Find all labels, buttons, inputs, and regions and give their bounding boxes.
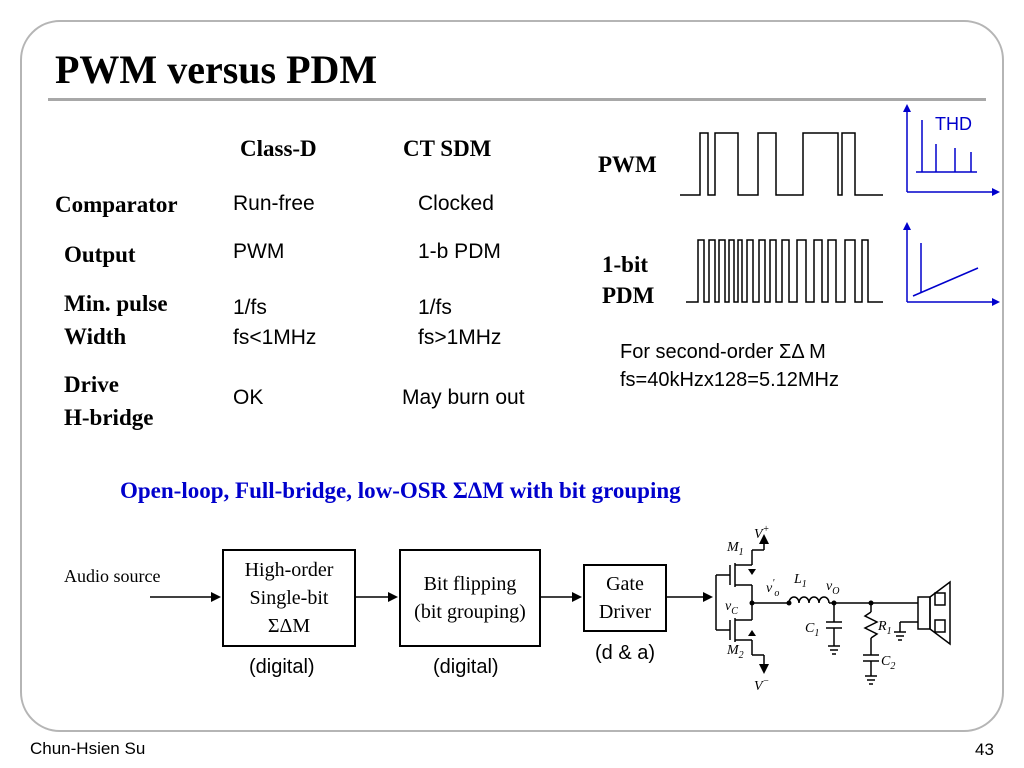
v-minus-label: V−: [754, 676, 769, 694]
c2-label: C2: [881, 654, 895, 672]
column-header-class-d: Class-D: [240, 136, 317, 161]
cell-output-class-d: PWM: [233, 240, 285, 263]
author-footer: Chun-Hsien Su: [30, 739, 146, 758]
v-plus-label: V+: [754, 524, 769, 542]
m2-label: M2: [726, 643, 744, 661]
cell-drive-ct-sdm: May burn out: [402, 386, 525, 409]
slide-frame: [20, 20, 1004, 732]
l1-label: L1: [793, 572, 807, 590]
audio-source-label: Audio source: [64, 566, 161, 586]
vo-prime-label: v'o: [766, 578, 779, 599]
thd-label: THD: [935, 114, 972, 134]
mixed-signal-caption: (d & a): [595, 642, 656, 664]
digital-caption-2: (digital): [433, 656, 499, 678]
page-number: 43: [975, 740, 994, 759]
cell-comparator-ct-sdm: Clocked: [418, 192, 494, 215]
vo-label: vO: [826, 579, 839, 597]
pwm-waveform-label: PWM: [598, 152, 657, 177]
bit-flipping-block: Bit flipping(bit grouping): [399, 549, 541, 647]
digital-caption-1: (digital): [249, 656, 315, 678]
title-divider: [48, 98, 986, 101]
cell-output-ct-sdm: 1-b PDM: [418, 240, 501, 263]
row-label-comparator: Comparator: [55, 192, 178, 217]
cell-drive-class-d: OK: [233, 386, 264, 409]
row-label-output: Output: [64, 242, 136, 267]
slide-title: PWM versus PDM: [55, 47, 378, 92]
cell-comparator-class-d: Run-free: [233, 192, 315, 215]
vc-label: vC: [725, 599, 738, 617]
c1-label: C1: [805, 621, 819, 639]
m1-label: M1: [726, 540, 744, 558]
block-diagram-subtitle: Open-loop, Full-bridge, low-OSR ΣΔM with…: [120, 478, 681, 503]
r1-label: R1: [877, 619, 892, 637]
column-header-ct-sdm: CT SDM: [403, 136, 492, 161]
